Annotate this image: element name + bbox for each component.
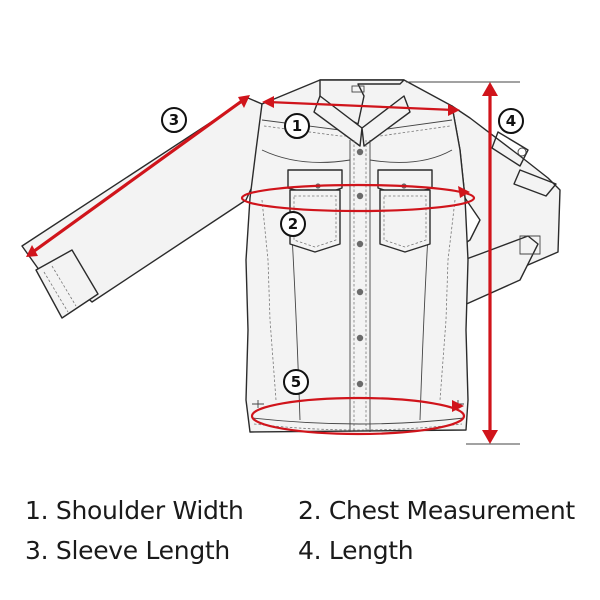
- svg-text:2: 2: [288, 215, 298, 233]
- marker-5: 5: [283, 369, 309, 395]
- shoulder-width-line: [267, 100, 455, 112]
- sleeve-length-line: [28, 96, 248, 256]
- svg-text:3: 3: [169, 111, 179, 129]
- legend-shoulder-width: 1. Shoulder Width: [25, 496, 244, 525]
- front-buttons: [356, 148, 364, 388]
- marker-1: 1: [284, 113, 310, 139]
- marker-2: 2: [280, 211, 306, 237]
- svg-text:5: 5: [291, 373, 301, 391]
- svg-text:1: 1: [292, 117, 302, 135]
- marker-3: 3: [161, 107, 187, 133]
- chest-measurement-ellipse: [240, 183, 476, 213]
- shirt-measurement-diagram: 1 2 3 4 5: [21, 79, 561, 445]
- legend-length: 4. Length: [298, 536, 414, 565]
- legend-chest-measurement: 2. Chest Measurement: [298, 496, 575, 525]
- legend-sleeve-length: 3. Sleeve Length: [25, 536, 230, 565]
- left-chest-pocket: [287, 169, 343, 253]
- right-chest-pocket: [377, 169, 433, 253]
- shirt-illustration: [21, 79, 561, 433]
- measurement-legend: 1. Shoulder Width 2. Chest Measurement 3…: [0, 478, 600, 588]
- left-cuff: [35, 249, 99, 319]
- svg-text:4: 4: [506, 112, 516, 130]
- shirt-body: [245, 79, 469, 433]
- marker-4: 4: [498, 108, 524, 134]
- measurement-lines: [26, 81, 520, 445]
- hem-width-ellipse: [250, 396, 466, 436]
